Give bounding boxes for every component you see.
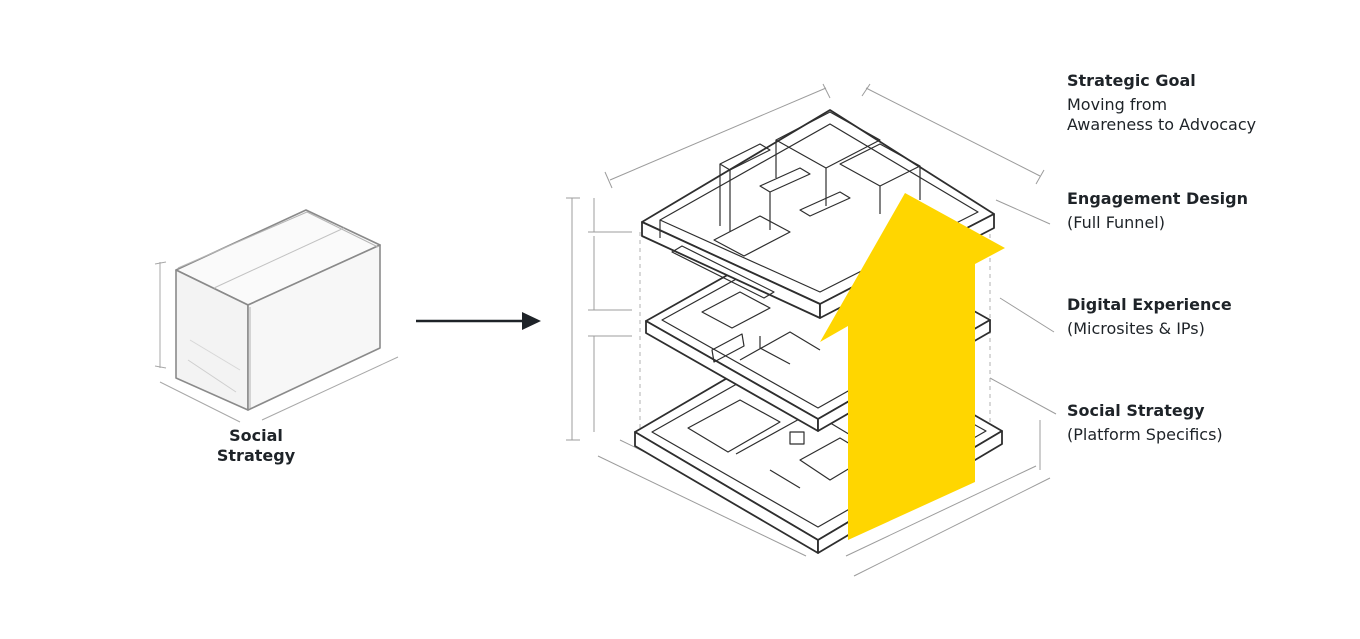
box-caption-line2: Strategy xyxy=(216,446,296,465)
arrow-up-icon xyxy=(820,193,1005,540)
arrow-right-icon xyxy=(416,312,541,330)
layer-title: Social Strategy xyxy=(1067,401,1205,420)
box-caption: Social Strategy xyxy=(176,426,336,466)
layer-subtitle: (Microsites & IPs) xyxy=(1067,319,1205,338)
layer-strategic-goal: Strategic Goal Moving from Awareness to … xyxy=(1067,71,1256,135)
layer-subtitle: (Full Funnel) xyxy=(1067,213,1165,232)
layer-subtitle: (Platform Specifics) xyxy=(1067,425,1223,444)
layer-social-strategy: Social Strategy (Platform Specifics) xyxy=(1067,401,1223,445)
layer-subtitle: Moving from xyxy=(1067,95,1168,114)
layer-engagement-design: Engagement Design (Full Funnel) xyxy=(1067,189,1248,233)
layer-title: Digital Experience xyxy=(1067,295,1232,314)
box-caption-line1: Social xyxy=(229,426,283,445)
exploded-floor-plan xyxy=(566,83,1057,577)
layer-digital-experience: Digital Experience (Microsites & IPs) xyxy=(1067,295,1232,339)
layer-title: Engagement Design xyxy=(1067,189,1248,208)
layer-title: Strategic Goal xyxy=(1067,71,1196,90)
sketched-box-icon xyxy=(154,209,399,423)
layer-subtitle-line2: Awareness to Advocacy xyxy=(1067,115,1257,134)
